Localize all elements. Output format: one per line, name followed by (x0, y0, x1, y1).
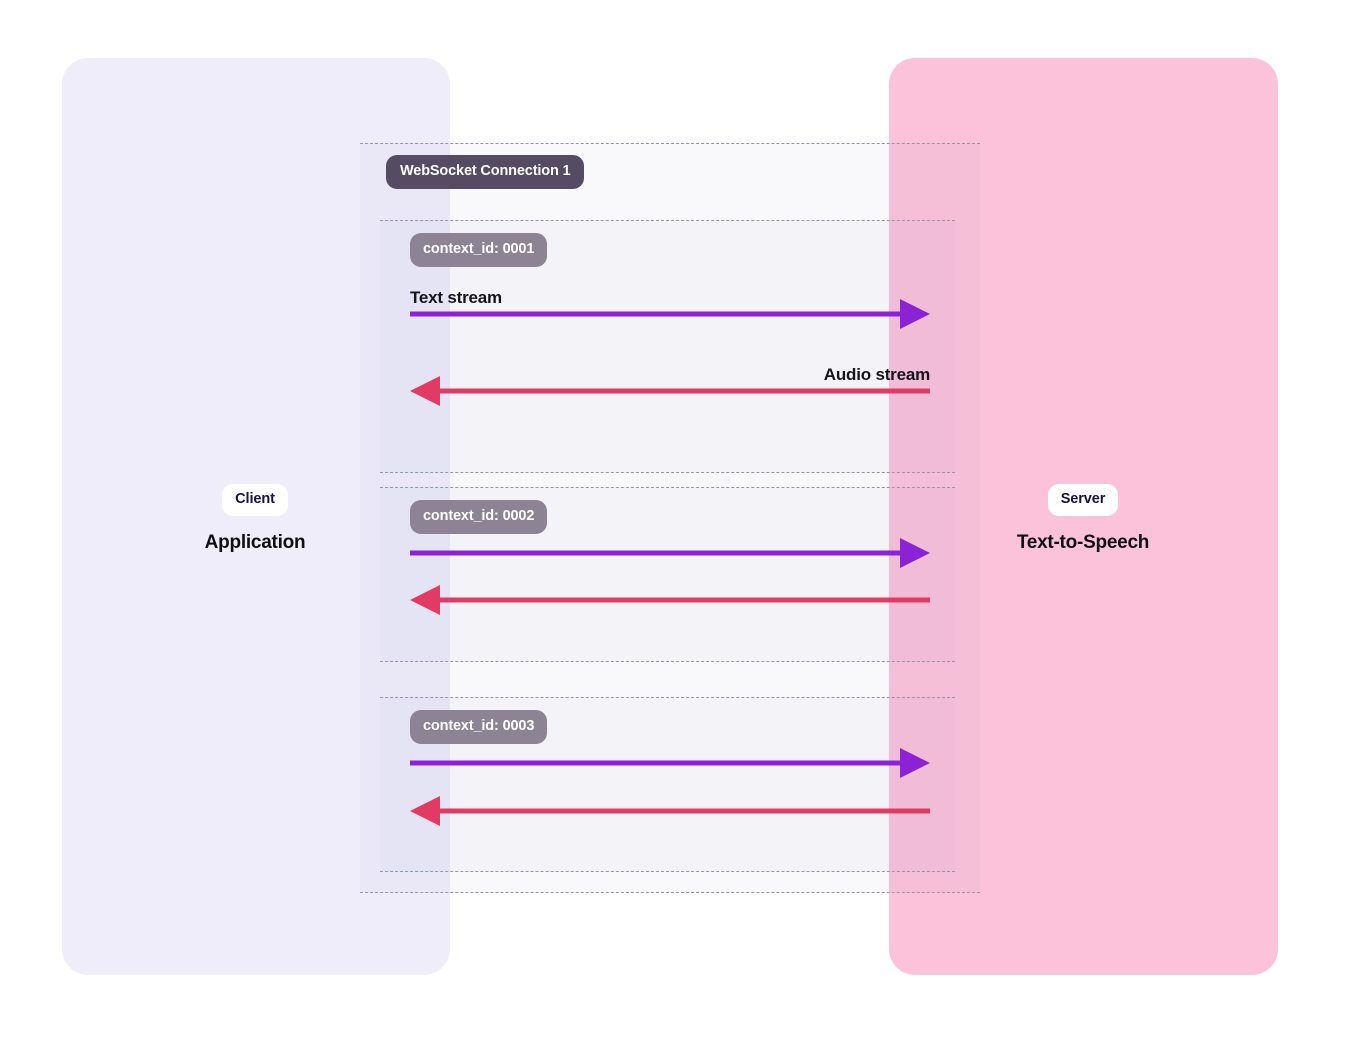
arrow-right-icon-2 (404, 536, 936, 572)
context-badge-2: context_id: 0002 (410, 500, 548, 534)
arrow-left-icon-3 (404, 794, 936, 830)
arrow-right-icon-3 (404, 746, 936, 782)
client-role-badge: Client (222, 484, 288, 516)
client-actor-name: Application (204, 531, 306, 553)
server-panel (889, 58, 1278, 975)
context-badge-1: context_id: 0001 (410, 233, 548, 267)
websocket-connection-badge: WebSocket Connection 1 (386, 155, 585, 189)
client-panel (62, 58, 450, 975)
arrow-left-icon-1 (404, 374, 936, 410)
server-actor-name: Text-to-Speech (1016, 531, 1150, 553)
server-role-badge: Server (1047, 484, 1119, 516)
server-actor: Server Text-to-Speech (953, 484, 1213, 554)
arrow-left-icon-2 (404, 583, 936, 619)
message-label-text-stream: Text stream (410, 288, 502, 307)
context-badge-3: context_id: 0003 (410, 710, 548, 744)
arrow-right-icon-1 (404, 297, 936, 333)
message-label-audio-stream: Audio stream (823, 365, 930, 384)
client-actor: Client Application (125, 484, 385, 554)
